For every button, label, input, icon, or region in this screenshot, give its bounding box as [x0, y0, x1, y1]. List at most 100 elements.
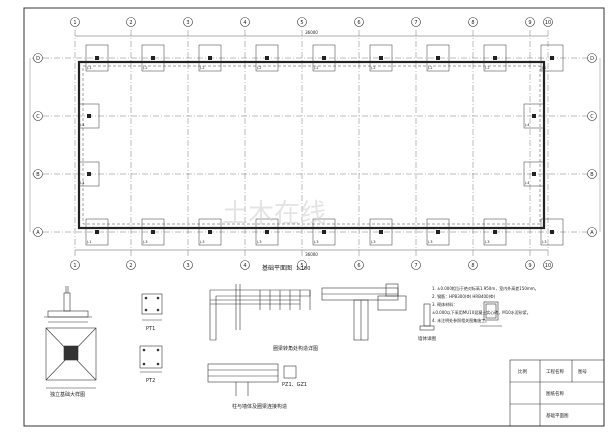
axis-bubble-bottom	[525, 260, 535, 270]
column-beam-detail	[207, 363, 297, 396]
axis-bubble-top	[183, 17, 193, 27]
footing-outline	[483, 218, 507, 246]
axis-label-top: 7	[414, 20, 417, 26]
footing-outline	[78, 161, 100, 187]
axis-bubble-bottom	[70, 260, 80, 270]
title-block-drawing: 图纸名称	[546, 390, 564, 397]
axis-bubble-bottom	[468, 260, 478, 270]
axis-label-top: 9	[528, 20, 531, 26]
axis-label-top: 3	[186, 20, 189, 26]
axis-label-top: 2	[129, 20, 132, 26]
axis-label-top: 1	[73, 20, 76, 26]
pt2-label: PT2	[146, 378, 155, 384]
axis-bubble-right	[587, 53, 597, 63]
column-marker	[322, 56, 326, 60]
footing-label: J-3	[256, 240, 262, 244]
column-marker	[322, 230, 326, 234]
dim-total-bottom: 36000	[305, 252, 318, 257]
axis-label-top: 5	[300, 20, 303, 26]
plan-title: 基础平面图	[262, 264, 292, 272]
axis-bubble-top	[297, 17, 307, 27]
title-block-project: 工程名称	[546, 368, 564, 375]
axis-bubble-left	[33, 169, 43, 179]
footing-label: J-2	[256, 66, 262, 70]
footing-section-title: 独立基础大样图	[50, 391, 85, 398]
axis-bubble-bottom	[354, 260, 364, 270]
axis-bubble-left	[33, 53, 43, 63]
column-marker	[379, 230, 383, 234]
footing-outline	[78, 103, 100, 129]
axis-bubble-right	[587, 111, 597, 121]
axis-label-bottom: 10	[545, 263, 551, 269]
footing-outline	[523, 161, 545, 187]
axis-bubble-top	[525, 17, 535, 27]
axis-label-bottom: 9	[528, 263, 531, 269]
footing-label: J-2	[199, 66, 205, 70]
title-block-sheet-name: 基础平面图	[546, 412, 569, 419]
column-marker	[95, 56, 99, 60]
axis-bubble-top	[411, 17, 421, 27]
footing-outline	[312, 218, 336, 246]
ring-beam-title: 圈梁转角处构造详图	[273, 345, 318, 352]
watermark: 土木在线	[222, 199, 326, 229]
footing-outline	[312, 44, 336, 72]
axis-bubble-bottom	[411, 260, 421, 270]
axis-label-left: D	[36, 56, 40, 62]
axis-bubble-top	[126, 17, 136, 27]
footing-outline	[198, 44, 222, 72]
pier-section-detail	[480, 301, 502, 327]
axis-bubble-bottom	[297, 260, 307, 270]
footing-label: J-2	[427, 66, 433, 70]
wall-cross-detail	[321, 287, 399, 341]
footing-elevation	[44, 286, 92, 323]
column-marker	[436, 56, 440, 60]
axis-label-left: B	[36, 172, 40, 178]
axis-label-right: C	[590, 114, 594, 120]
axis-bubble-bottom	[543, 260, 553, 270]
axis-label-top: 8	[471, 20, 474, 26]
footing-label: J-2	[313, 66, 319, 70]
column-beam-title: 柱与墙体及圈梁连接构造	[232, 403, 287, 410]
footing-label: J-2	[370, 66, 376, 70]
column-marker	[95, 230, 99, 234]
footing-label: J-3	[427, 240, 433, 244]
column-marker	[87, 172, 91, 176]
footing-label: J-3	[484, 240, 490, 244]
axis-label-right: B	[590, 172, 594, 178]
column-marker	[379, 56, 383, 60]
axis-label-bottom: 2	[129, 263, 132, 269]
column-marker	[265, 230, 269, 234]
title-block-no: 图号	[578, 369, 587, 375]
footing-outline	[426, 218, 450, 246]
footing-outline	[85, 44, 109, 72]
axis-bubble-bottom	[183, 260, 193, 270]
pt1-section	[141, 293, 163, 321]
footing-label: J-4	[524, 181, 530, 185]
dim-total-top: 36000	[305, 30, 318, 35]
footing-label: J-3	[541, 240, 547, 244]
axis-label-top: 6	[357, 20, 360, 26]
footing-outline	[198, 218, 222, 246]
footing-label: J-4	[79, 123, 85, 127]
column-marker	[493, 56, 497, 60]
note-line: 1. ±0.000相当于绝对标高1.950m，室内外高差150mm。	[432, 285, 539, 291]
footing-plan-detail	[45, 327, 97, 389]
axis-bubble-top	[70, 17, 80, 27]
title-block-scale: 比例	[518, 368, 527, 375]
axis-bubble-right	[587, 169, 597, 179]
axis-label-top: 10	[545, 20, 551, 26]
note-line: 3. 砌体材料：	[432, 301, 457, 307]
axis-bubble-top	[543, 17, 553, 27]
axis-label-bottom: 1	[73, 263, 76, 269]
axis-bubble-top	[468, 17, 478, 27]
axis-bubble-right	[587, 227, 597, 237]
plan-scale: 1:100	[296, 266, 310, 272]
column-marker	[493, 230, 497, 234]
axis-label-bottom: 4	[243, 263, 246, 269]
footing-outline	[540, 218, 564, 246]
footing-outline	[369, 44, 393, 72]
axis-bubble-bottom	[240, 260, 250, 270]
footing-label: J-2	[541, 66, 547, 70]
